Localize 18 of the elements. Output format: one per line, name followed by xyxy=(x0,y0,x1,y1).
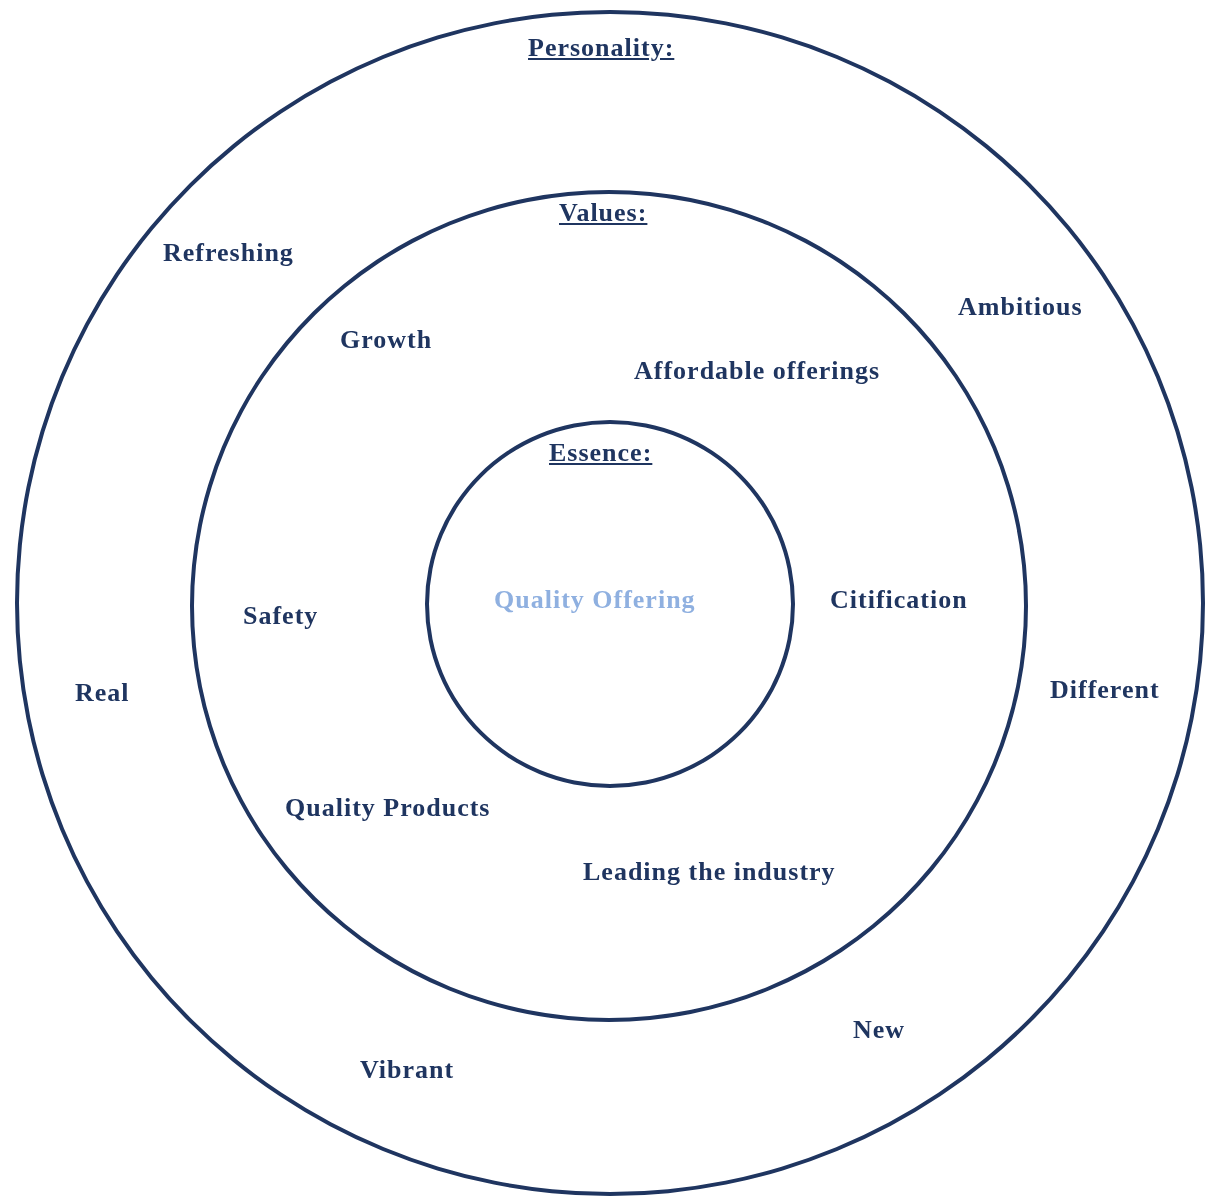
ring-text: Vibrant xyxy=(360,1055,455,1085)
circle-ring xyxy=(15,10,1205,1196)
ring-text: Quality Products xyxy=(285,793,491,823)
ring-text: New xyxy=(853,1015,906,1045)
ring-text: Growth xyxy=(340,325,433,355)
ring-text: Leading the industry xyxy=(583,857,836,887)
circle-ring xyxy=(425,420,795,788)
ring-text: Real xyxy=(75,678,130,708)
ring-heading: Values: xyxy=(559,198,648,228)
ring-heading: Personality: xyxy=(528,33,675,63)
ring-text: Refreshing xyxy=(163,238,294,268)
ring-text: Ambitious xyxy=(958,292,1083,322)
ring-text: Quality Offering xyxy=(494,585,696,615)
ring-text: Different xyxy=(1050,675,1160,705)
ring-text: Affordable offerings xyxy=(634,356,880,386)
ring-text: Citification xyxy=(830,585,968,615)
ring-heading: Essence: xyxy=(549,438,653,468)
ring-text: Safety xyxy=(243,601,319,631)
